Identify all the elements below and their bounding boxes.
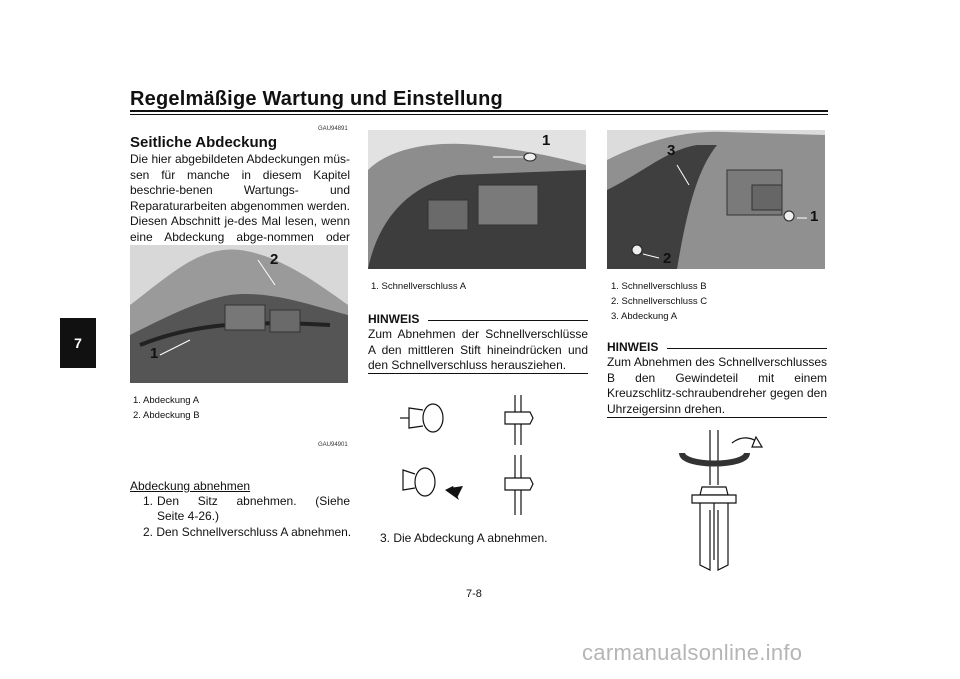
photo-covers: 2 1	[130, 245, 348, 383]
fastener-removal-diagram	[400, 395, 534, 515]
step-number: 1.	[143, 494, 154, 508]
screwdriver-rotation-diagram	[679, 430, 764, 571]
caption-item: 2. Schnellverschluss C	[611, 296, 708, 307]
note-rule	[667, 348, 827, 349]
photo-covers-drawing	[130, 245, 348, 383]
note-title: HINWEIS	[607, 340, 659, 354]
photo-callout: 2	[270, 251, 279, 268]
page-number: 7-8	[466, 588, 482, 600]
caption-item: 1. Schnellverschluss A	[371, 281, 467, 292]
step-text: 2. Den Schnellverschluss A abnehmen.	[143, 525, 352, 539]
header-rule	[130, 110, 828, 112]
step-text: Seite 4-26.)	[157, 509, 220, 523]
photo-fastener-a: 1	[368, 130, 586, 269]
photo-fastener-a-drawing	[368, 130, 586, 269]
note-rule	[368, 373, 588, 374]
watermark: carmanualsonline.info	[582, 640, 803, 665]
subheading: Abdeckung abnehmen	[130, 479, 251, 493]
note-text: Zum Abnehmen des Schnellverschlusses B d…	[607, 355, 827, 416]
photo-fasteners-bc: 3 1 2	[607, 130, 825, 269]
section-code: GAU94901	[318, 442, 348, 448]
step-text: Den Sitz abnehmen. (Siehe	[157, 494, 350, 508]
section-code: GAU94891	[318, 126, 348, 132]
note-rule	[428, 320, 588, 321]
header-rule-thin	[130, 114, 828, 115]
note-text: Zum Abnehmen der Schnellverschlüsse A de…	[368, 327, 588, 372]
chapter-tab: 7	[60, 318, 96, 368]
photo-callout: 1	[150, 345, 159, 362]
step-text: 3. Die Abdeckung A abnehmen.	[380, 531, 548, 545]
photo-callout: 1	[810, 208, 819, 225]
page-title: Regelmäßige Wartung und Einstellung	[130, 88, 503, 110]
caption-item: 1. Abdeckung A	[133, 395, 200, 406]
photo-callout: 2	[663, 250, 672, 267]
photo-callout: 1	[542, 132, 551, 149]
photo-fasteners-bc-drawing	[607, 130, 825, 269]
caption-item: 3. Abdeckung A	[611, 311, 678, 322]
caption-item: 1. Schnellverschluss B	[611, 281, 707, 292]
section-heading: Seitliche Abdeckung	[130, 134, 277, 151]
photo-callout: 3	[667, 142, 676, 159]
note-title: HINWEIS	[368, 312, 420, 326]
caption-item: 2. Abdeckung B	[133, 410, 200, 421]
note-rule	[607, 417, 827, 418]
